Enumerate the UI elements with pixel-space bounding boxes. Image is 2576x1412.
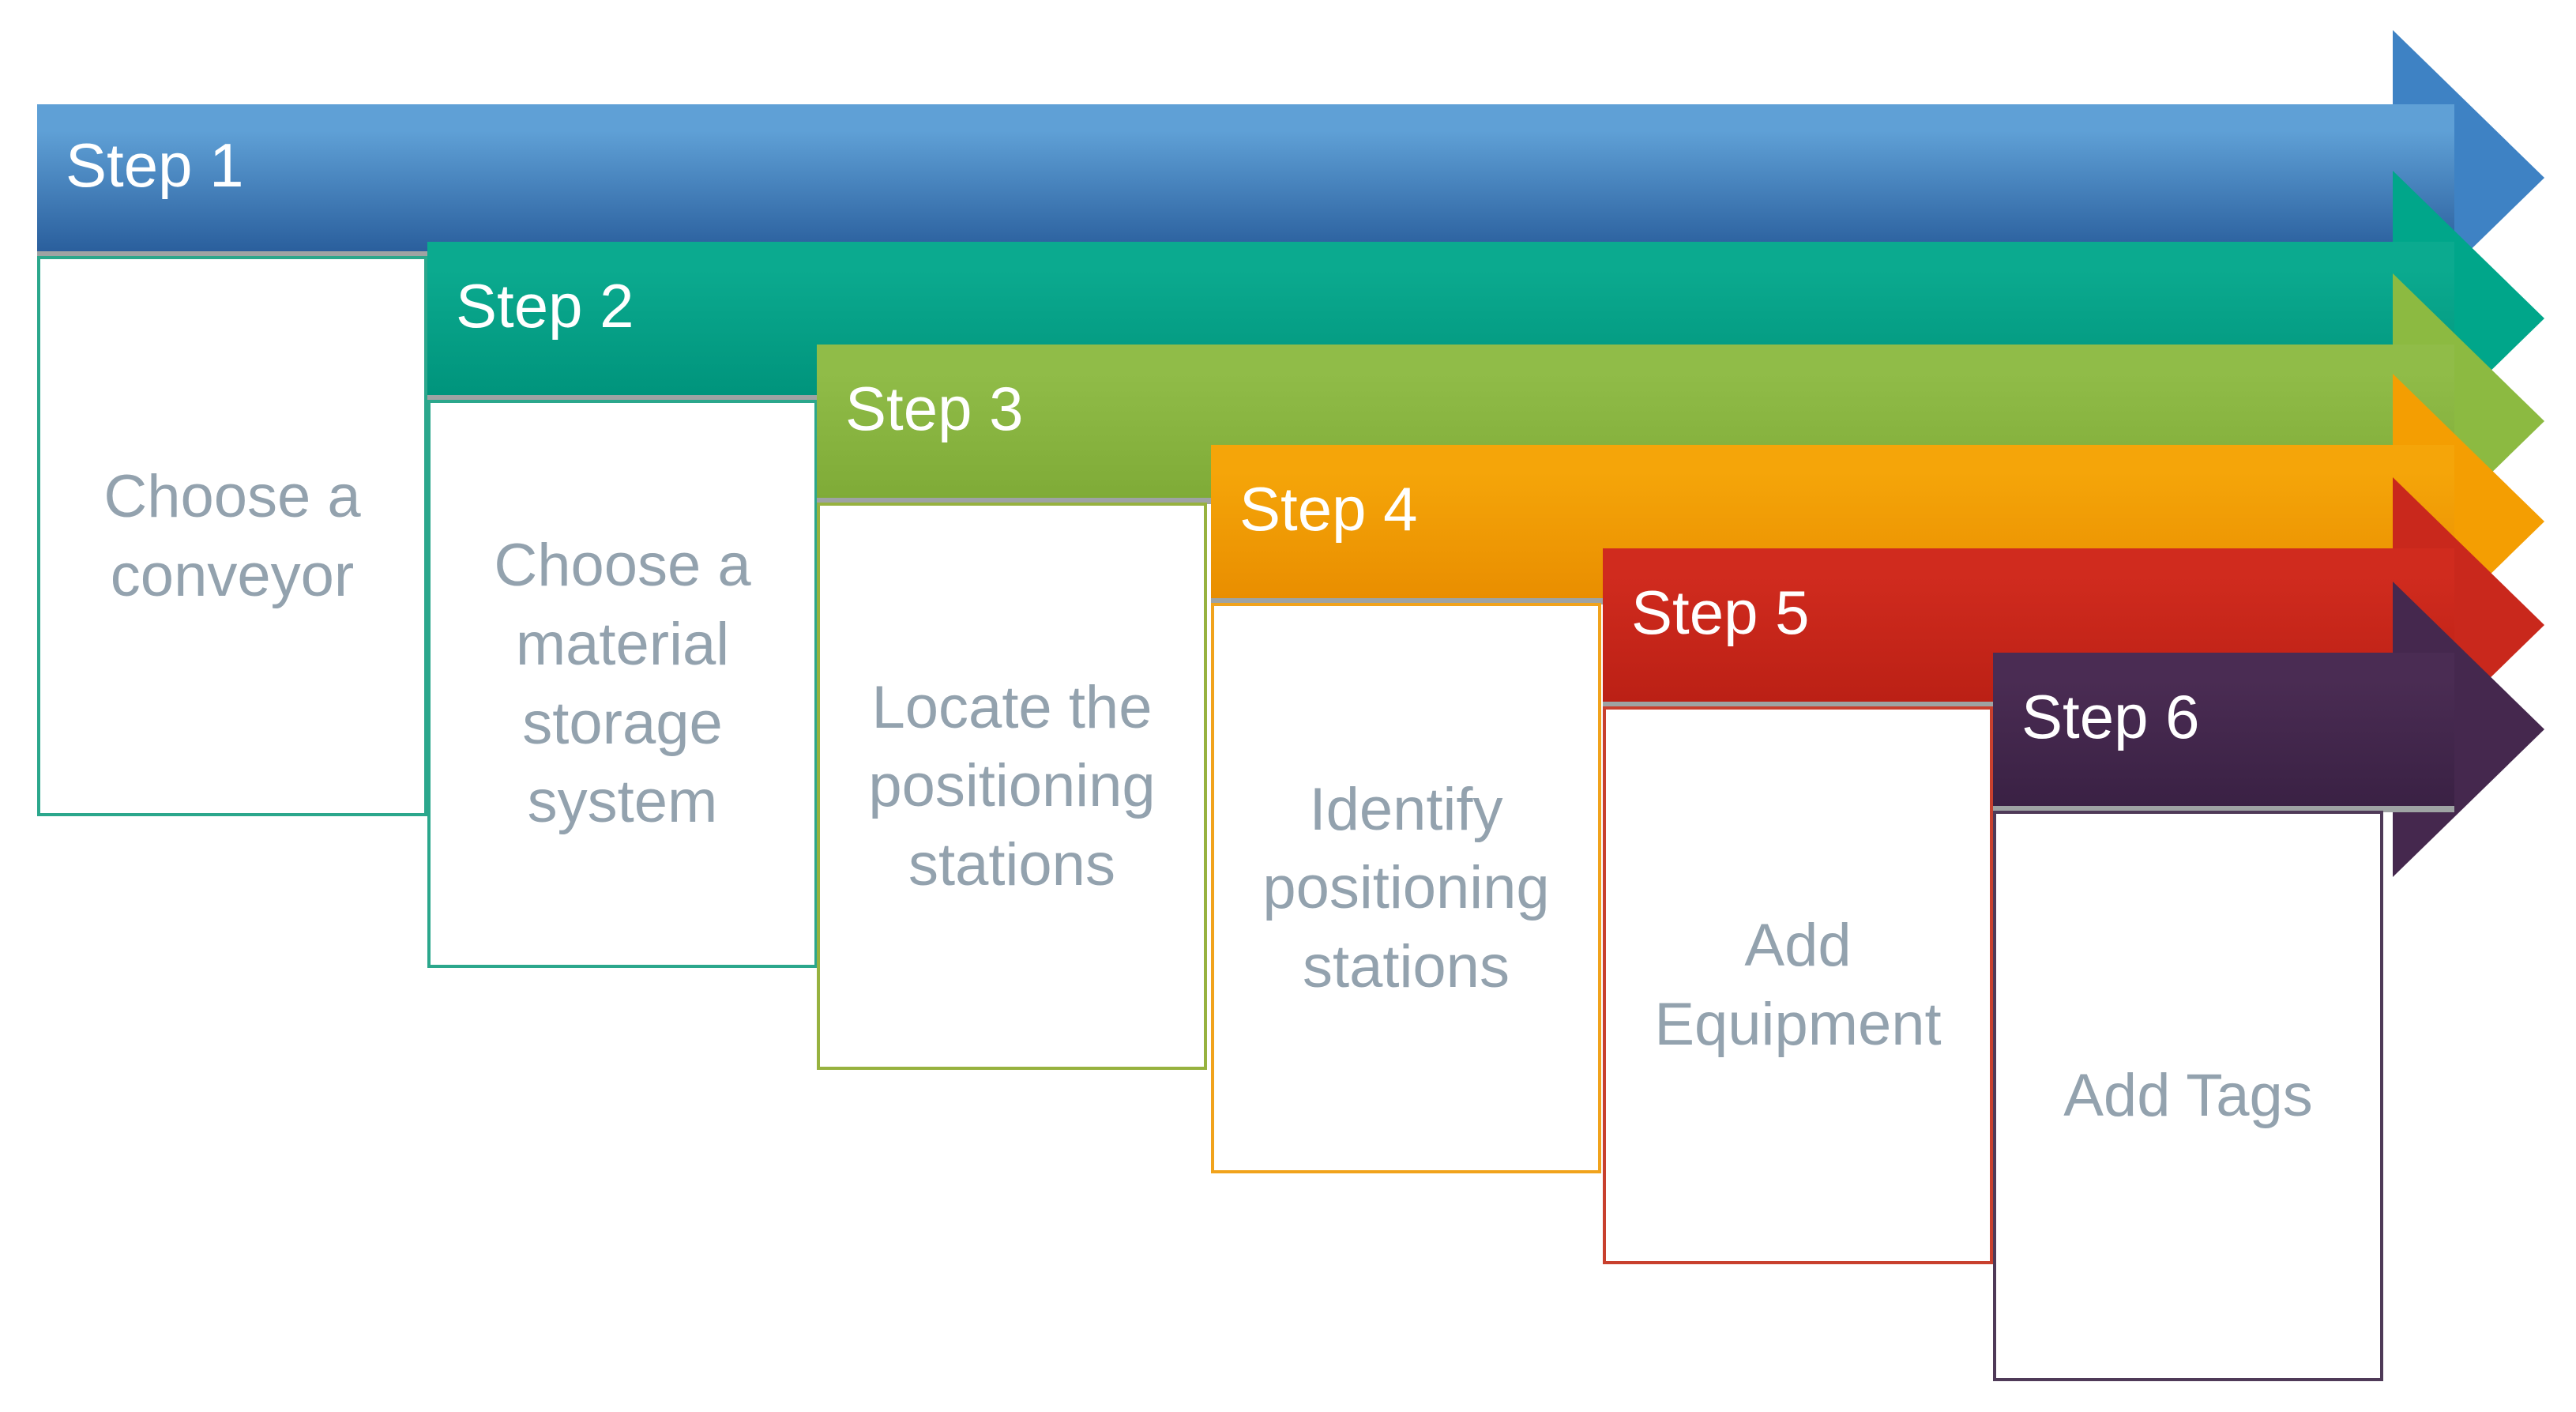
- step-3-label: Step 3: [845, 373, 1024, 443]
- step-6-description: Add Tags: [2063, 1062, 2313, 1130]
- step-4-box: Identify positioning stations: [1211, 603, 1601, 1173]
- step-1-description: Choose a conveyor: [103, 462, 361, 609]
- step-2-description: Choose a material storage system: [494, 532, 751, 836]
- step-4-description: Identify positioning stations: [1262, 775, 1550, 1000]
- step-3-arrowhead-icon: [2393, 273, 2544, 569]
- step-2-arrowhead-icon: [2393, 171, 2544, 466]
- step-2-banner: Step 2: [427, 242, 2454, 395]
- step-3-description: Locate the positioning stations: [868, 673, 1156, 898]
- step-5-label: Step 5: [1631, 577, 1810, 647]
- step-6-banner: Step 6: [1993, 653, 2454, 806]
- step-1-arrowhead-icon: [2393, 30, 2544, 326]
- step-1-underline: [37, 251, 2454, 258]
- step-5-arrowhead-icon: [2393, 477, 2544, 773]
- step-1-banner: Step 1: [37, 104, 2454, 251]
- step-6-label: Step 6: [2021, 681, 2200, 751]
- step-5-banner: Step 5: [1603, 548, 2454, 702]
- step-4-arrowhead-icon: [2393, 374, 2544, 669]
- step-3-underline: [817, 498, 2454, 504]
- step-2-label: Step 2: [456, 270, 634, 341]
- step-5-description: Add Equipment: [1654, 912, 1942, 1058]
- step-2-underline: [427, 395, 2454, 401]
- step-3-box: Locate the positioning stations: [817, 503, 1207, 1070]
- step-2-box: Choose a material storage system: [427, 400, 818, 968]
- step-3-banner: Step 3: [817, 345, 2454, 498]
- step-6-arrowhead-icon: [2393, 582, 2544, 877]
- step-1-label: Step 1: [66, 130, 244, 200]
- step-4-label: Step 4: [1239, 473, 1418, 544]
- step-5-box: Add Equipment: [1603, 706, 1993, 1264]
- step-4-underline: [1211, 598, 2454, 604]
- step-6-box: Add Tags: [1993, 811, 2383, 1381]
- step-5-underline: [1603, 702, 2454, 708]
- step-1-box: Choose a conveyor: [37, 256, 427, 816]
- step-6-underline: [1993, 806, 2454, 812]
- step-4-banner: Step 4: [1211, 445, 2454, 598]
